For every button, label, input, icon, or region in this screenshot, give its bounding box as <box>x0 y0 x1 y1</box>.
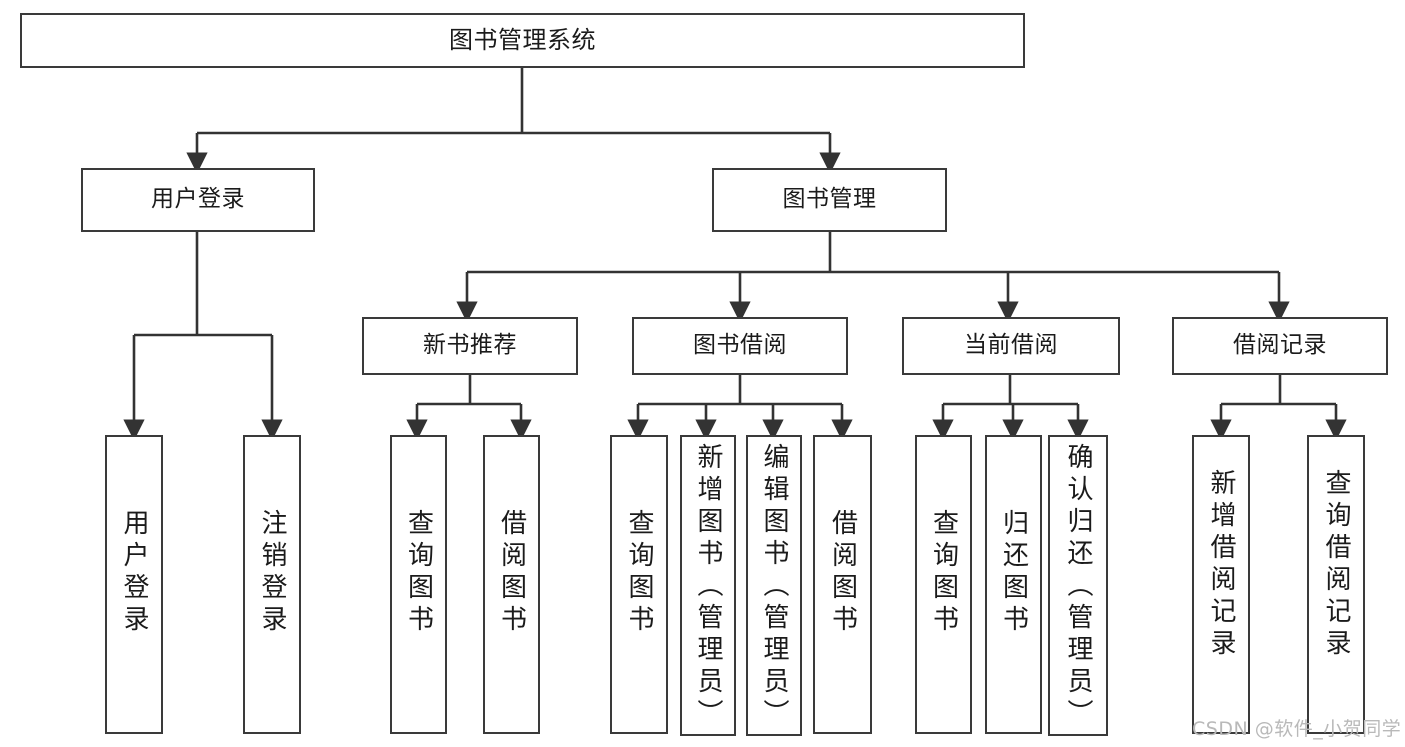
node-label: 查询图书 <box>624 509 654 637</box>
node-borrow-record[interactable]: 借阅记录 <box>1172 317 1388 375</box>
node-label: 当前借阅 <box>964 332 1058 359</box>
node-label: 借阅图书 <box>827 509 858 637</box>
leaf-borrow-book-1[interactable]: 借阅图书 <box>483 435 540 734</box>
leaf-return-book[interactable]: 归还图书 <box>985 435 1042 734</box>
node-label: 编辑图书（管理员） <box>759 443 789 731</box>
node-current-borrow[interactable]: 当前借阅 <box>902 317 1120 375</box>
node-label: 图书借阅 <box>693 332 787 359</box>
leaf-borrow-book-2[interactable]: 借阅图书 <box>813 435 872 734</box>
leaf-query-book-3[interactable]: 查询图书 <box>915 435 972 734</box>
node-label: 查询借阅记录 <box>1321 469 1351 661</box>
leaf-query-record[interactable]: 查询借阅记录 <box>1307 435 1365 734</box>
leaf-add-record[interactable]: 新增借阅记录 <box>1192 435 1250 734</box>
leaf-query-book-2[interactable]: 查询图书 <box>610 435 668 734</box>
node-label: 图书管理系统 <box>449 26 596 55</box>
leaf-edit-book[interactable]: 编辑图书（管理员） <box>746 435 802 736</box>
node-label: 图书管理 <box>782 186 877 213</box>
node-label: 用户登录 <box>151 186 245 213</box>
node-label: 查询图书 <box>403 509 434 637</box>
node-label: 借阅图书 <box>496 509 527 637</box>
node-label: 归还图书 <box>998 509 1029 637</box>
node-label: 确认归还（管理员） <box>1063 443 1093 731</box>
leaf-user-login[interactable]: 用户登录 <box>105 435 163 734</box>
node-label: 查询图书 <box>928 509 959 637</box>
node-label: 新增图书（管理员） <box>693 443 723 731</box>
leaf-confirm-return[interactable]: 确认归还（管理员） <box>1048 435 1108 736</box>
leaf-logout-login[interactable]: 注销登录 <box>243 435 301 734</box>
node-label: 新增借阅记录 <box>1206 469 1236 661</box>
node-book-borrow[interactable]: 图书借阅 <box>632 317 848 375</box>
leaf-query-book-1[interactable]: 查询图书 <box>390 435 447 734</box>
node-label: 用户登录 <box>119 509 149 637</box>
node-book-manage[interactable]: 图书管理 <box>712 168 947 232</box>
node-label: 借阅记录 <box>1233 332 1327 359</box>
node-user-login[interactable]: 用户登录 <box>81 168 315 232</box>
node-label: 新书推荐 <box>423 332 517 359</box>
watermark: CSDN @软件_小贺同学 <box>1192 718 1402 740</box>
node-label: 注销登录 <box>257 509 287 637</box>
leaf-add-book[interactable]: 新增图书（管理员） <box>680 435 736 736</box>
node-root-book-management-system[interactable]: 图书管理系统 <box>20 13 1025 68</box>
node-new-book-recommend[interactable]: 新书推荐 <box>362 317 578 375</box>
